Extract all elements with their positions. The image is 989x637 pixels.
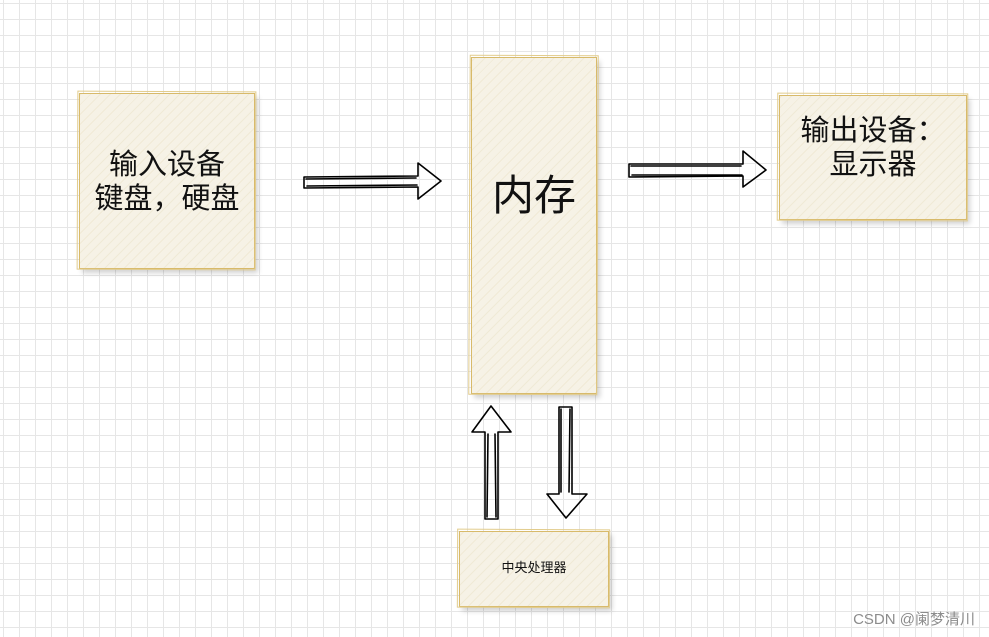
output-device-box: 输出设备： 显示器 bbox=[776, 92, 969, 222]
cpu-label: 中央处理器 bbox=[501, 561, 567, 576]
arrow-input-to-memory bbox=[303, 162, 442, 200]
memory-box: 内存 bbox=[468, 54, 599, 396]
arrow-memory-to-output-sketch bbox=[630, 165, 743, 176]
input-device-label: 输入设备 键盘，硬盘 bbox=[94, 147, 240, 215]
arrow-cpu-to-memory-sketch bbox=[486, 433, 497, 518]
arrow-input-to-memory-sketch bbox=[305, 177, 418, 187]
arrow-memory-to-output bbox=[628, 150, 767, 188]
memory-label: 内存 bbox=[491, 170, 576, 220]
watermark-text: CSDN @阑梦清川 bbox=[853, 611, 975, 628]
arrow-memory-to-cpu bbox=[546, 406, 588, 519]
arrow-memory-to-cpu-sketch bbox=[560, 408, 571, 493]
arrow-cpu-to-memory bbox=[471, 405, 512, 520]
output-device-label: 输出设备： 显示器 bbox=[800, 112, 946, 181]
input-device-box: 输入设备 键盘，硬盘 bbox=[76, 90, 257, 271]
cpu-box: 中央处理器 bbox=[456, 528, 611, 609]
